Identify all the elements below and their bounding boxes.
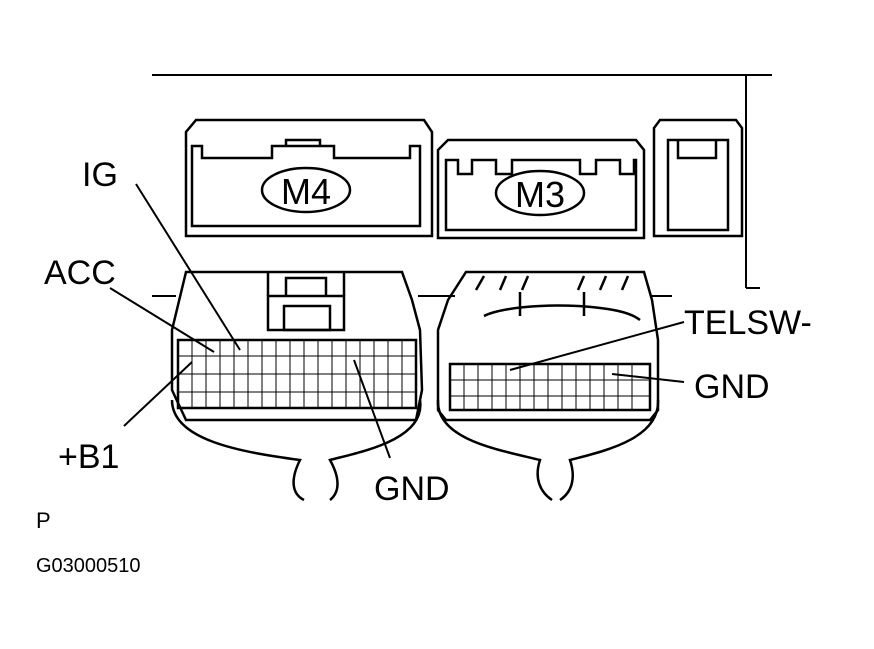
leader-lines	[109, 183, 685, 459]
left-harness-connector	[170, 270, 424, 502]
figure-code: G03000510	[36, 555, 141, 577]
gnd-right-leader	[611, 373, 685, 383]
gnd-bottom-label: GND	[374, 470, 450, 508]
acc-leader	[109, 287, 215, 353]
m3-connector	[436, 138, 646, 240]
m4-oval	[260, 166, 352, 214]
b1-leader	[123, 361, 193, 427]
right-harness-connector	[436, 270, 660, 502]
m4-connector	[184, 118, 434, 238]
gnd-right-label: GND	[694, 368, 770, 406]
ig-label: IG	[82, 156, 118, 194]
gnd-bottom-leader	[353, 359, 391, 459]
telsw-leader	[509, 321, 685, 371]
b1-label: +B1	[58, 438, 119, 476]
m3-label: M3	[515, 174, 565, 215]
panel-outline	[152, 74, 772, 297]
m4-label: M4	[281, 171, 331, 212]
left-pin-grid	[178, 340, 416, 408]
ig-leader	[135, 183, 241, 351]
m3-oval	[494, 169, 586, 217]
telsw-label: TELSW-	[684, 304, 812, 342]
view-marker: P	[36, 508, 51, 533]
small-connector	[652, 118, 744, 238]
right-pin-grid	[450, 364, 650, 410]
acc-label: ACC	[44, 254, 116, 292]
